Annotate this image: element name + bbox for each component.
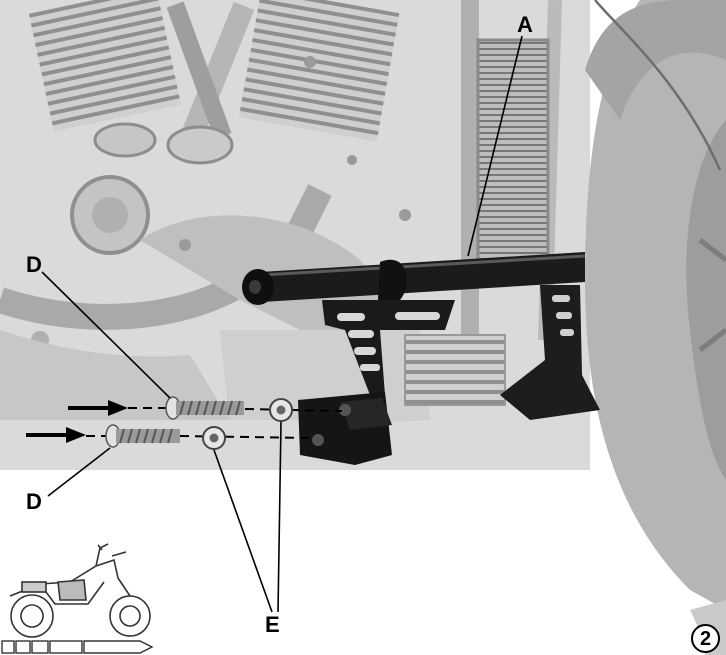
callout-label-e: E (265, 612, 280, 637)
bolt-upper (165, 396, 244, 420)
washer-lower (202, 426, 226, 450)
motorcycle-thumbnail-icon (9, 543, 151, 638)
scale-bar (1, 640, 154, 654)
assembly-axis-lines (86, 407, 343, 439)
leader-lines (41, 35, 523, 613)
callout-label-d-lower: D (26, 489, 42, 514)
washer-upper (269, 398, 293, 422)
engine-guard-bar (242, 252, 600, 465)
callout-label-a: A (517, 12, 533, 37)
front-wheel (585, 0, 726, 655)
arrow-right-icon (68, 400, 128, 416)
arrow-right-icon (26, 427, 86, 443)
bolt-lower (105, 424, 180, 448)
engine-background (0, 0, 590, 470)
callout-label-d-upper: D (26, 252, 42, 277)
step-number-badge: 2 (691, 624, 720, 653)
